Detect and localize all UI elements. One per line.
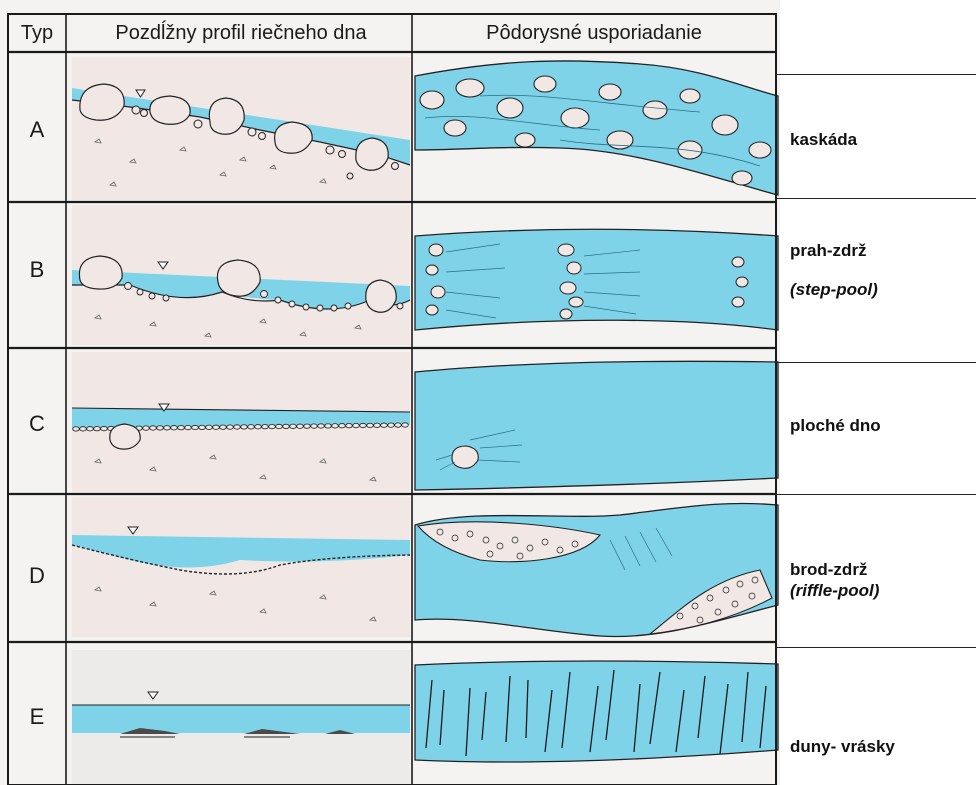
pebble	[318, 424, 325, 428]
profile-b	[72, 205, 410, 345]
separator-line	[775, 198, 976, 199]
pebble	[94, 427, 101, 431]
pebble	[297, 424, 304, 428]
pebble	[157, 426, 164, 430]
pebble	[304, 424, 311, 428]
pebble	[227, 425, 234, 429]
pebble	[101, 426, 108, 430]
pebble	[360, 423, 367, 427]
separator-line	[775, 74, 976, 75]
pebble	[220, 425, 227, 429]
row-b-label: prah-zdrž	[790, 241, 867, 261]
pebble	[388, 423, 395, 427]
pebble	[311, 424, 318, 428]
diagram-drawing	[0, 0, 780, 785]
pebble	[276, 424, 283, 428]
pebble	[255, 425, 262, 429]
plan-a	[415, 61, 778, 195]
plan-d	[415, 503, 778, 636]
pebble	[150, 426, 157, 430]
pebble	[143, 426, 150, 430]
pebble	[262, 424, 269, 428]
pebble	[290, 424, 297, 428]
row-e-label: duny- vrásky	[790, 737, 895, 757]
plan-e	[415, 661, 778, 762]
pebble	[73, 427, 80, 431]
pebble	[241, 425, 248, 429]
pebble	[206, 425, 213, 429]
pebble	[185, 425, 192, 429]
row-a-label: kaskáda	[790, 130, 857, 150]
pebble	[381, 423, 388, 427]
pebble	[353, 423, 360, 427]
profile-a	[72, 57, 410, 200]
row-c-label: ploché dno	[790, 416, 881, 436]
profile-e	[72, 650, 410, 785]
row-d-label: brod-zdrž	[790, 560, 867, 580]
pebble	[332, 424, 339, 428]
pebble	[199, 425, 206, 429]
separator-line	[775, 362, 976, 363]
pebble	[213, 425, 220, 429]
pebble	[283, 424, 290, 428]
pebble	[339, 424, 346, 428]
profile-c	[72, 352, 410, 492]
pebble	[171, 426, 178, 430]
pebble	[164, 426, 171, 430]
pebble	[234, 425, 241, 429]
row-b-sublabel: (step-pool)	[790, 280, 878, 300]
pebble	[192, 425, 199, 429]
plan-c	[415, 361, 778, 490]
pebble	[374, 423, 381, 427]
pebble	[248, 425, 255, 429]
pebble	[346, 423, 353, 427]
separator-line	[775, 647, 976, 648]
pebble	[269, 424, 276, 428]
pebble	[87, 427, 94, 431]
morphology-table: Typ Pozdĺžny profil riečneho dna Pôdorys…	[0, 0, 780, 785]
pebble	[178, 425, 185, 429]
profile-d	[72, 497, 410, 637]
pebble	[80, 427, 87, 431]
row-d-sublabel: (riffle-pool)	[790, 581, 879, 601]
pebble	[402, 423, 409, 427]
pebble	[395, 423, 402, 427]
pebble	[325, 424, 332, 428]
pebble	[367, 423, 374, 427]
separator-line	[775, 494, 976, 495]
plan-b	[415, 229, 778, 330]
